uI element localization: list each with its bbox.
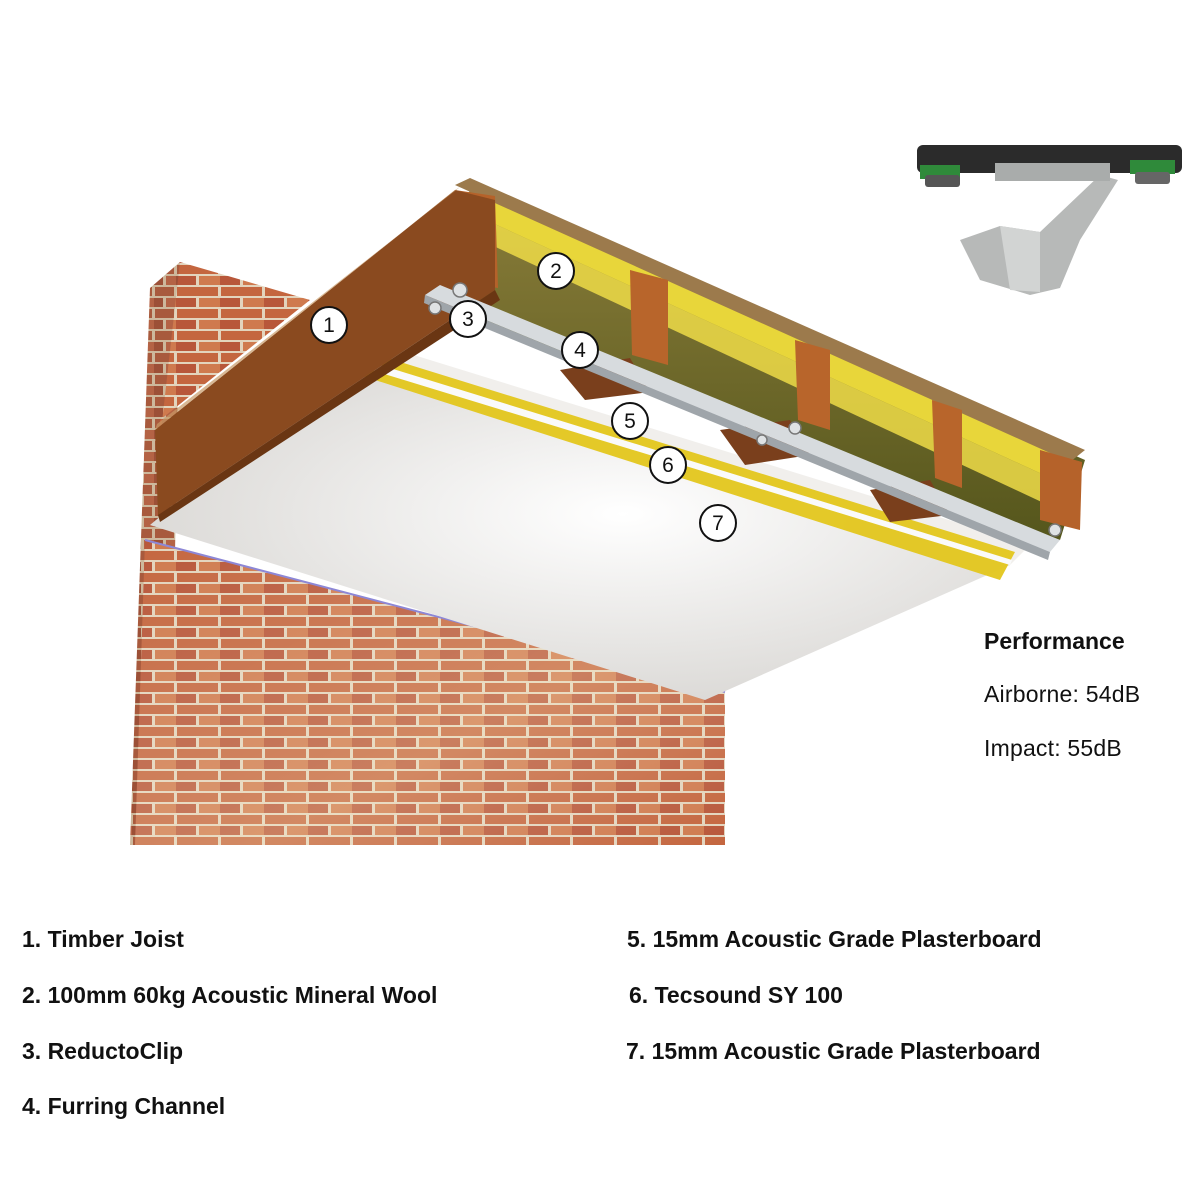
impact-rating: Impact: 55dB <box>984 735 1122 761</box>
performance-panel: Performance Airborne: 54dB Impact: 55dB <box>984 628 1140 789</box>
airborne-rating: Airborne: 54dB <box>984 681 1141 707</box>
callout-4: 4 <box>561 331 599 369</box>
callout-1: 1 <box>310 306 348 344</box>
callout-2: 2 <box>537 252 575 290</box>
legend-item-2: 2. 100mm 60kg Acoustic Mineral Wool <box>22 982 438 1008</box>
legend-item-5: 5. 15mm Acoustic Grade Plasterboard <box>627 926 1042 952</box>
performance-title: Performance <box>984 628 1125 654</box>
callout-5: 5 <box>611 402 649 440</box>
brick-wall <box>130 262 726 845</box>
legend-item-3: 3. ReductoClip <box>22 1038 184 1064</box>
legend-item-7: 7. 15mm Acoustic Grade Plasterboard <box>626 1038 1041 1064</box>
reductoclip-product-image <box>917 145 1182 295</box>
legend-item-1: 1. Timber Joist <box>22 926 184 952</box>
callout-6: 6 <box>649 446 687 484</box>
callout-7: 7 <box>699 504 737 542</box>
legend-item-6: 6. Tecsound SY 100 <box>629 982 843 1008</box>
legend-item-4: 4. Furring Channel <box>22 1093 226 1119</box>
callout-3: 3 <box>449 300 487 338</box>
